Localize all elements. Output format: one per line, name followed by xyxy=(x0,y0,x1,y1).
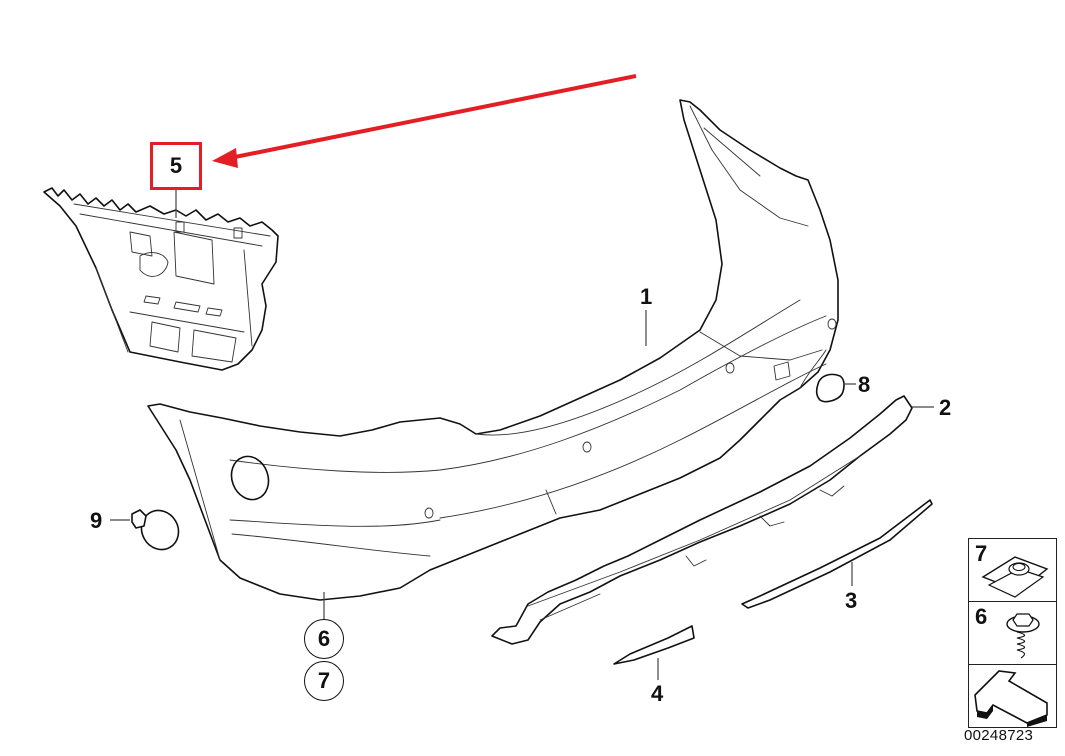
callout-4[interactable]: 4 xyxy=(651,681,664,706)
legend-item-label: 7 xyxy=(975,541,988,566)
legend-item-screw[interactable]: 6 xyxy=(969,602,1056,665)
reference-number: 00248723 xyxy=(964,727,1034,744)
circled-callout-6-label: 6 xyxy=(317,626,331,651)
highlight-arrow xyxy=(212,74,637,168)
part-4-small-trim-strip[interactable] xyxy=(613,625,695,665)
circled-callout-6[interactable]: 6 xyxy=(304,619,344,659)
legend-item-arrow[interactable] xyxy=(969,665,1056,727)
legend-item-clip-nut[interactable]: 7 xyxy=(969,539,1056,602)
direction-arrow-icon xyxy=(974,670,1048,727)
callout-5-label: 5 xyxy=(169,153,183,178)
callout-9[interactable]: 9 xyxy=(90,508,103,533)
part-9-tow-eye-cover[interactable] xyxy=(131,504,186,557)
part-1-rear-bumper[interactable] xyxy=(147,99,839,601)
circled-callout-7-label: 7 xyxy=(317,668,331,693)
part-2-diffuser[interactable] xyxy=(491,395,913,645)
part-5-bracket[interactable] xyxy=(43,187,279,371)
legend-item-label: 6 xyxy=(975,604,988,629)
callout-3[interactable]: 3 xyxy=(845,588,858,613)
part-3-trim-strip[interactable] xyxy=(741,499,933,609)
part-8-cover-cap[interactable] xyxy=(815,373,845,403)
callout-2[interactable]: 2 xyxy=(939,395,952,420)
circled-callout-7[interactable]: 7 xyxy=(304,661,344,701)
callout-1[interactable]: 1 xyxy=(640,284,653,309)
callout-8[interactable]: 8 xyxy=(858,372,871,397)
hex-screw-icon xyxy=(1006,613,1040,659)
highlighted-callout-5[interactable]: 5 xyxy=(150,142,202,190)
clip-nut-icon xyxy=(981,556,1049,598)
fastener-legend: 7 6 xyxy=(968,538,1057,728)
